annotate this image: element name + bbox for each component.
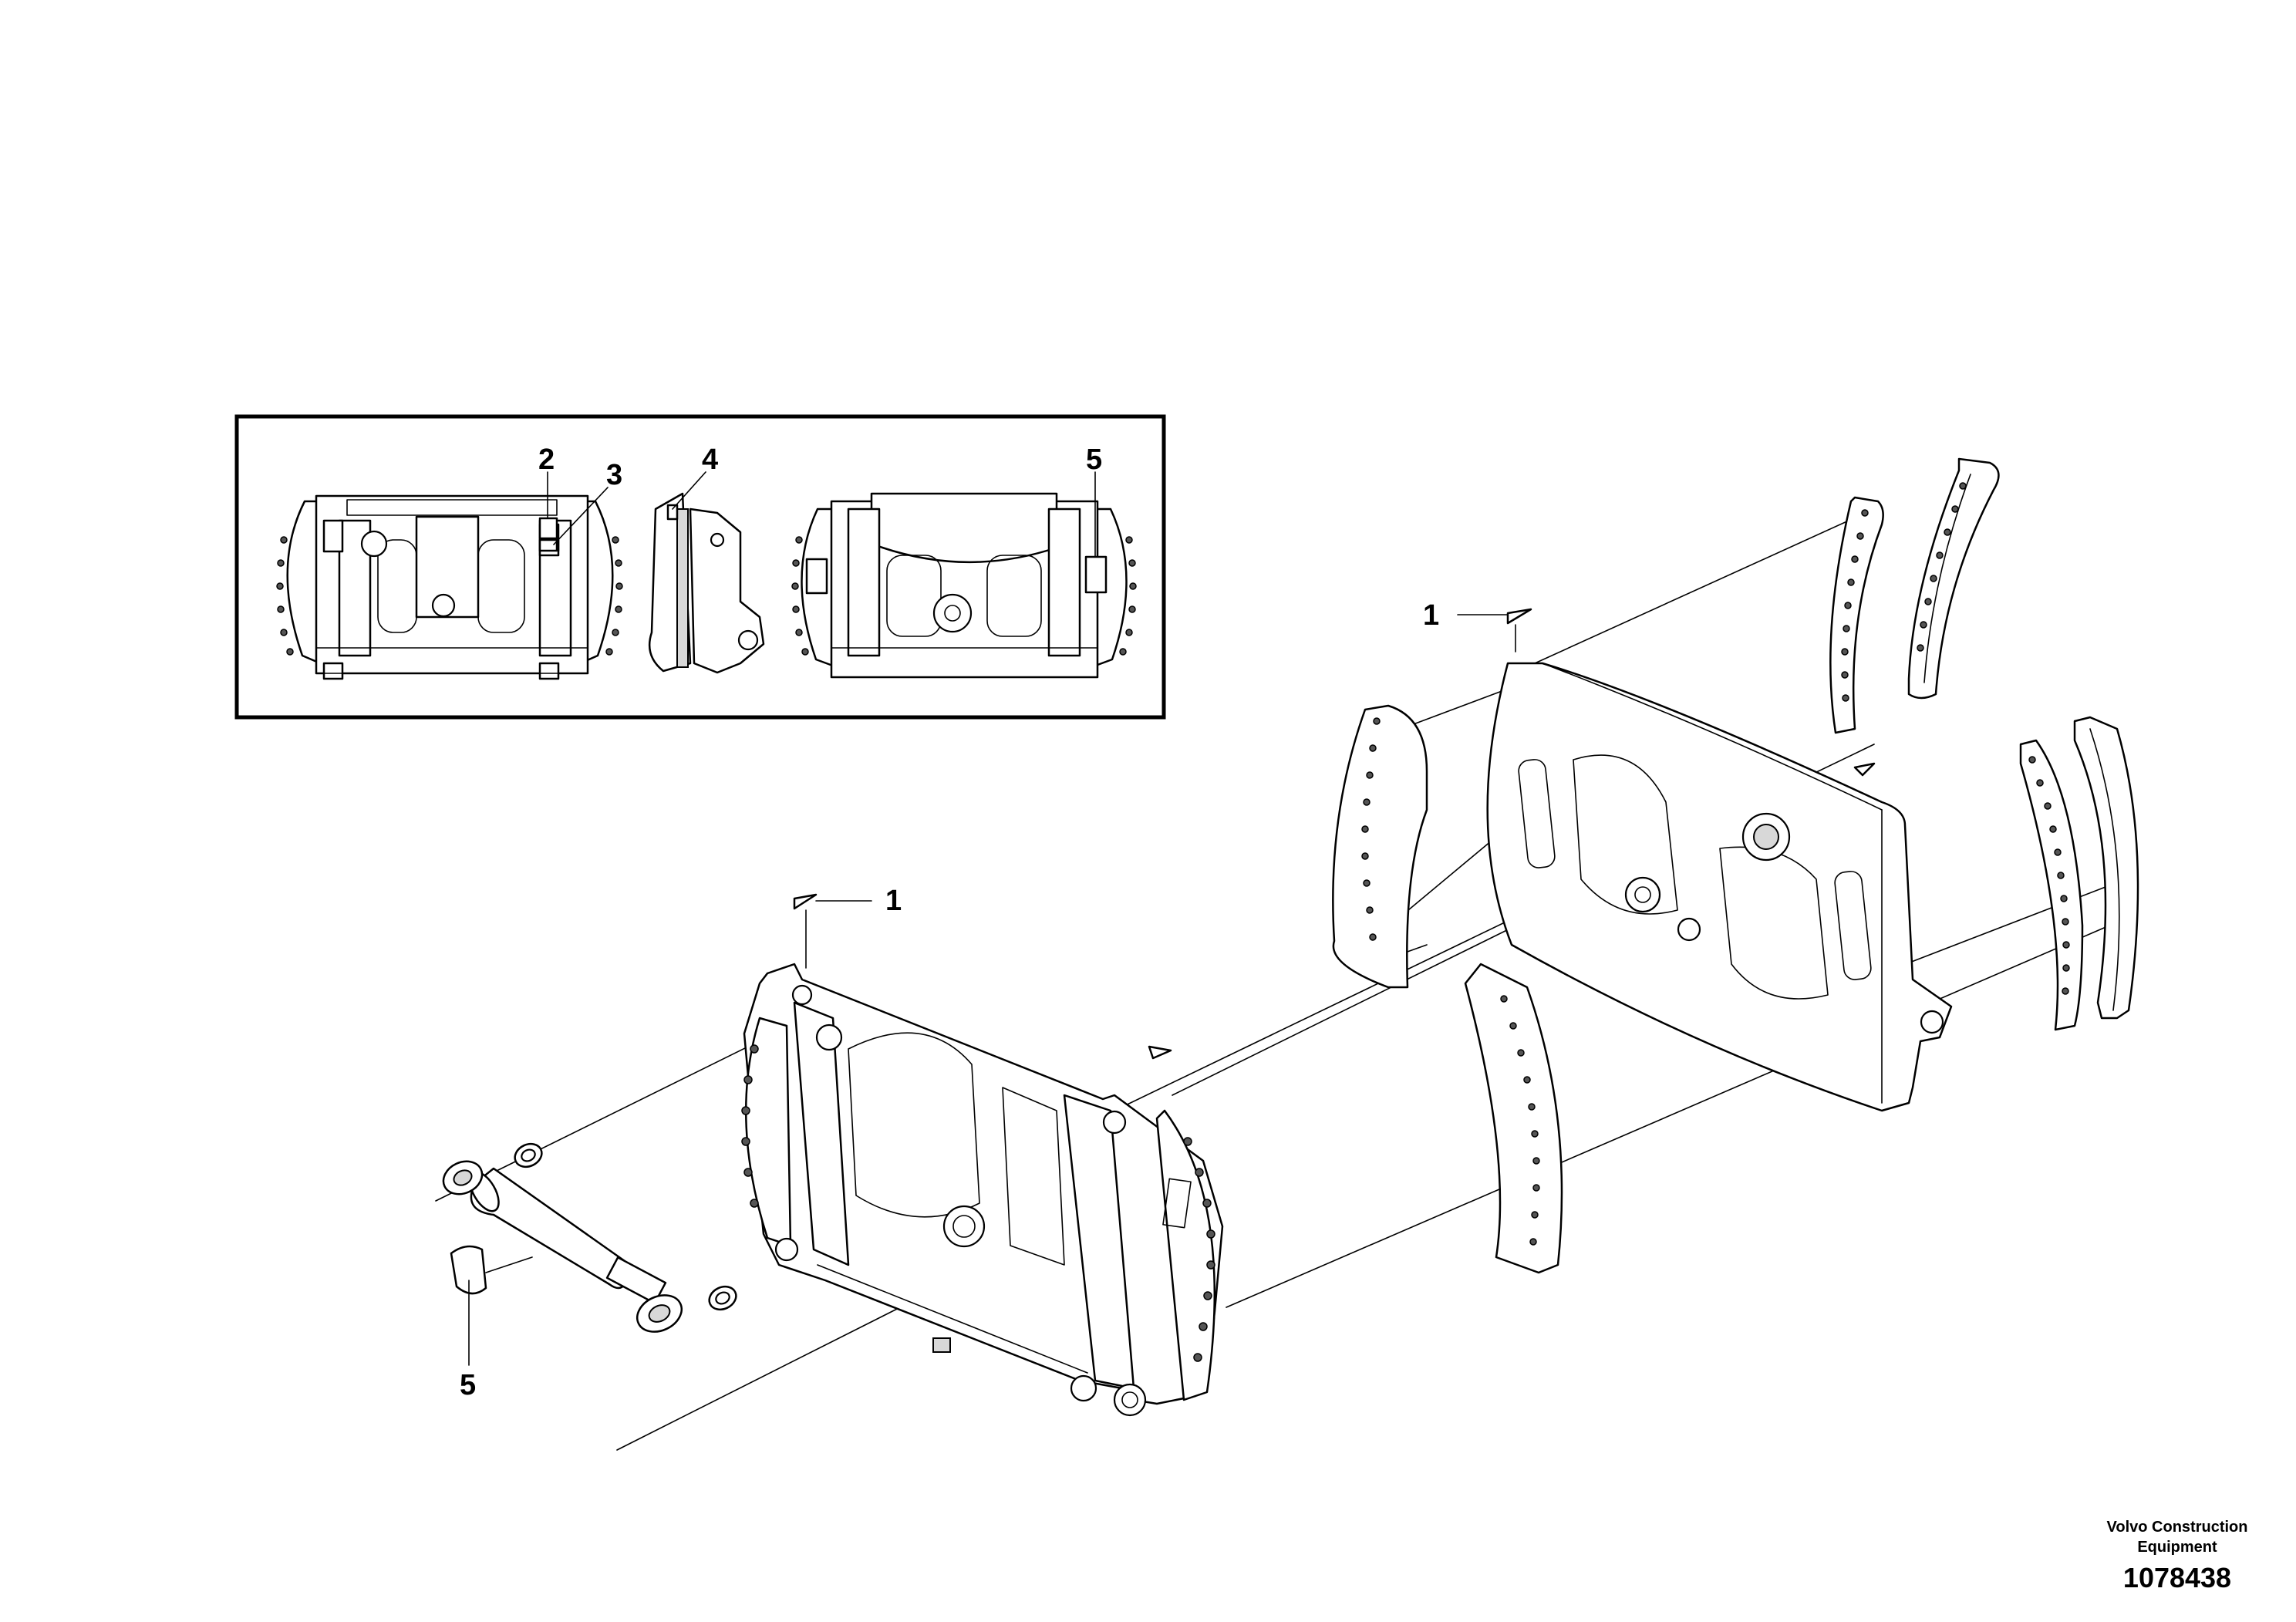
reference-marker-center [1148,1045,1172,1060]
decal-5-marker-left [805,558,828,595]
decal-5-marker-right [1084,555,1108,594]
wear-plate-upper-left [1332,704,1428,989]
callout-5-main: 5 [460,1369,476,1401]
quick-coupler-frame-right [1486,662,1953,1112]
wear-plate-lower-center [1464,963,1563,1274]
callout-3: 3 [606,459,622,491]
leader-3 [553,487,609,545]
hydraulic-cylinder [469,1167,667,1304]
reference-marker-right-frame [1506,608,1532,625]
reference-marker-right [1853,762,1876,777]
decal-3-marker [538,538,558,552]
wear-plate-upper-right-b [1907,457,2000,700]
wear-plate-upper-right-a [1829,496,1884,734]
inset-border [234,414,1166,720]
callout-5-inset: 5 [1086,443,1102,476]
wear-plate-lower-right-b [2073,716,2139,1020]
inset-panel: 2 3 4 5 [234,414,1166,720]
decal-sleeve [450,1245,487,1295]
reference-marker-left-frame [793,893,818,910]
inset-view-frame-rear [276,494,623,680]
right-plate-bolts [1183,1137,1215,1362]
drawing-number: 1078438 [2123,1562,2231,1593]
cylinder-seal-left [514,1142,543,1168]
brand-line-1: Volvo Construction [2107,1519,2248,1536]
decal-4-marker [666,504,679,521]
brand-line-2: Equipment [2137,1539,2217,1556]
cylinder-bearing-right [636,1294,683,1333]
inset-view-frame-front [791,492,1137,679]
quick-coupler-frame-left [741,963,1224,1417]
callout-4: 4 [702,443,718,476]
leader-5-main-b [485,1256,533,1273]
inset-view-side [648,492,765,674]
decal-2-marker [538,517,558,540]
wear-plate-lower-right-a [2019,739,2084,1031]
inset-view-frame-front-bolts [791,536,1137,656]
inset-view-frame-rear-bolts [276,536,623,656]
cylinder-seal-right [708,1285,737,1311]
left-plate-bolts [741,1044,759,1208]
cylinder-bearing-left [442,1160,484,1195]
leader-4 [672,471,706,510]
callout-1-left: 1 [885,885,902,917]
callout-2: 2 [538,443,555,476]
callout-1-right: 1 [1423,599,1439,632]
